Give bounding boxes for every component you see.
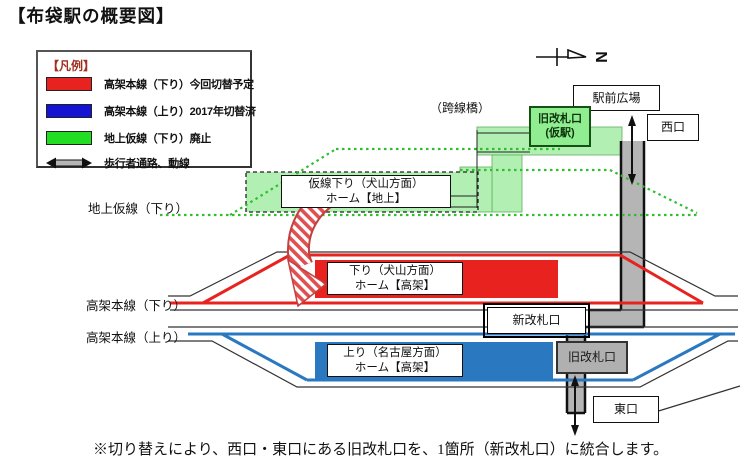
down-platform-label: 下り（犬山方面） ホーム【高架】 [327,262,463,295]
west-exit-box: 西口 [647,114,699,141]
blue-swatch [46,104,92,118]
legend-row-arrow: 歩行者通路、動線 [46,155,190,171]
elevated-up-line-label: 高架本線（上り） [86,331,187,345]
old-gate-temp-station-box: 旧改札口 (仮駅) [529,106,591,147]
page-title: 【布袋駅の概要図】 [8,6,175,26]
ground-temp-line-label: 地上仮線（下り） [88,202,189,216]
compass-label: N [592,51,609,63]
temp-platform-label: 仮線下り（犬山方面） ホーム【地上】 [281,175,451,208]
red-track-lines [170,253,704,305]
legend-title: 【凡例】 [47,59,96,73]
east-exit-box: 東口 [593,396,659,423]
new-gate-box: 新改札口 [483,303,590,338]
legend-label: 高架本線（下り）今回切替予定 [104,79,254,91]
legend-label: 歩行者通路、動線 [104,158,190,170]
legend-label: 地上仮線（下り）廃止 [104,133,211,145]
compass-north-icon: N [536,48,609,66]
legend-row-green: 地上仮線（下り）廃止 [46,130,211,146]
legend-box: 【凡例】 高架本線（下り）今回切替予定 高架本線（上り）2017年切替済 地上仮… [36,50,256,171]
up-platform-label: 上り（名古屋方面） ホーム【高架】 [327,344,463,377]
overpass-label: （跨線橋） [430,101,491,115]
footnote: ※切り替えにより、西口・東口にある旧改札口を、1箇所（新改札口）に統合します。 [93,442,669,458]
track-outline-lines [168,251,741,414]
east-exit-flow-arrow [571,375,579,436]
legend-label: 高架本線（上り）2017年切替済 [104,106,256,118]
old-gate-box: 旧改札口 [556,341,628,374]
legend-row-blue: 高架本線（上り）2017年切替済 [46,103,256,119]
elevated-down-line-label: 高架本線（下り） [86,299,187,313]
green-swatch [46,131,92,145]
pedestrian-arrow-swatch [46,156,92,170]
plaza-flow-arrow [628,115,636,185]
red-swatch [46,77,92,91]
legend-row-red: 高架本線（下り）今回切替予定 [46,76,254,92]
